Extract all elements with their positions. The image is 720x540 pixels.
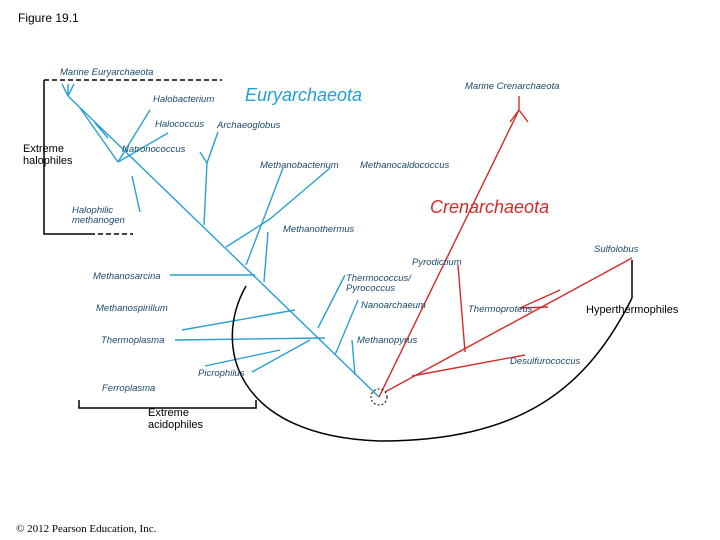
label-extreme-acidophiles-2: acidophiles	[148, 419, 204, 431]
branch-desulfurococcus	[411, 354, 526, 377]
label-extreme-acidophiles-1: Extreme	[148, 407, 189, 419]
branch-nanoarchaeum	[334, 299, 359, 356]
branch-archaeoglobus	[206, 131, 219, 164]
branch-picrophilus	[251, 339, 311, 373]
halophiles-bracket	[43, 80, 90, 235]
label-halophilic-methanogen-2: methanogen	[72, 215, 125, 226]
label-thermococcus-2: Pyrococcus	[346, 283, 395, 294]
label-archaeoglobus: Archaeoglobus	[216, 120, 281, 131]
branch-sulfolobus	[384, 257, 633, 393]
branch-natronococcus	[203, 162, 208, 226]
label-marine-euryarchaeota: Marine Euryarchaeota	[60, 67, 153, 78]
label-methanothermus: Methanothermus	[283, 224, 355, 235]
branch-halobacterium	[79, 107, 119, 163]
label-ferroplasma: Ferroplasma	[102, 383, 155, 394]
label-thermoplasma: Thermoplasma	[101, 335, 164, 346]
marine-crenarchaeota-tips	[509, 96, 529, 123]
copyright-notice: © 2012 Pearson Education, Inc.	[16, 523, 157, 535]
branch-halococcus	[117, 132, 169, 163]
label-pyrodictium: Pyrodictium	[412, 257, 462, 268]
label-marine-crenarchaeota: Marine Crenarchaeota	[465, 81, 560, 92]
label-halobacterium: Halobacterium	[153, 94, 214, 105]
branch-halophilic-methanogen	[131, 175, 141, 213]
label-methanobacterium: Methanobacterium	[260, 160, 339, 171]
branch-natronococcus-tip	[199, 151, 208, 164]
branch-methanobacterium	[245, 167, 284, 266]
label-methanocaldococcus: Methanocaldococcus	[360, 160, 449, 171]
label-methanospirillum: Methanospirillum	[96, 303, 168, 314]
marine-euryarchaeota-tips	[61, 83, 75, 97]
label-picrophilus: Picrophilus	[198, 368, 245, 379]
euryarchaeota-trunk	[67, 95, 380, 398]
euryarchaeota-branches	[61, 83, 380, 398]
label-halococcus: Halococcus	[155, 119, 204, 130]
figure-title: Figure 19.1	[18, 11, 79, 25]
root-node-marker	[370, 388, 388, 406]
hyperthermophiles-arc	[231, 285, 633, 442]
label-crenarchaeota: Crenarchaeota	[430, 197, 549, 217]
branch-thermoproteus	[519, 306, 549, 309]
label-extreme-halophiles-1: Extreme	[23, 143, 64, 155]
label-nanoarchaeum: Nanoarchaeum	[361, 300, 426, 311]
label-hyperthermophiles: Hyperthermophiles	[586, 304, 679, 316]
branch-methano-group	[225, 218, 271, 248]
branch-pyrodictium	[457, 264, 466, 353]
label-euryarchaeota: Euryarchaeota	[245, 85, 362, 105]
label-desulfurococcus: Desulfurococcus	[510, 356, 580, 367]
branch-methanospirillum	[181, 309, 296, 331]
branch-methanothermus	[263, 231, 269, 283]
crenarchaeota-branches	[378, 96, 633, 398]
branch-thermococcus	[317, 274, 346, 329]
crenarchaeota-trunk	[378, 109, 520, 398]
branch-methanopyrus	[351, 339, 356, 376]
label-natronococcus: Natronococcus	[122, 144, 186, 155]
acidophiles-bracket	[78, 400, 257, 409]
label-thermococcus-1: Thermococcus/	[346, 273, 412, 284]
branch-thermoplasma	[174, 337, 326, 341]
branch-halobacterium-tip	[117, 109, 151, 163]
label-methanopyrus: Methanopyrus	[357, 335, 417, 346]
branch-methanocaldococcus	[269, 167, 331, 220]
label-extreme-halophiles-2: halophiles	[23, 155, 73, 167]
label-sulfolobus: Sulfolobus	[594, 244, 639, 255]
label-thermoproteus: Thermoproteus	[468, 304, 533, 315]
branch-ferroplasma	[204, 349, 281, 367]
branch-natronococcus-stub	[94, 122, 109, 139]
label-methanosarcina: Methanosarcina	[93, 271, 161, 282]
label-halophilic-methanogen-1: Halophilic	[72, 205, 113, 216]
branch-thermoproteus-tip	[519, 289, 561, 309]
